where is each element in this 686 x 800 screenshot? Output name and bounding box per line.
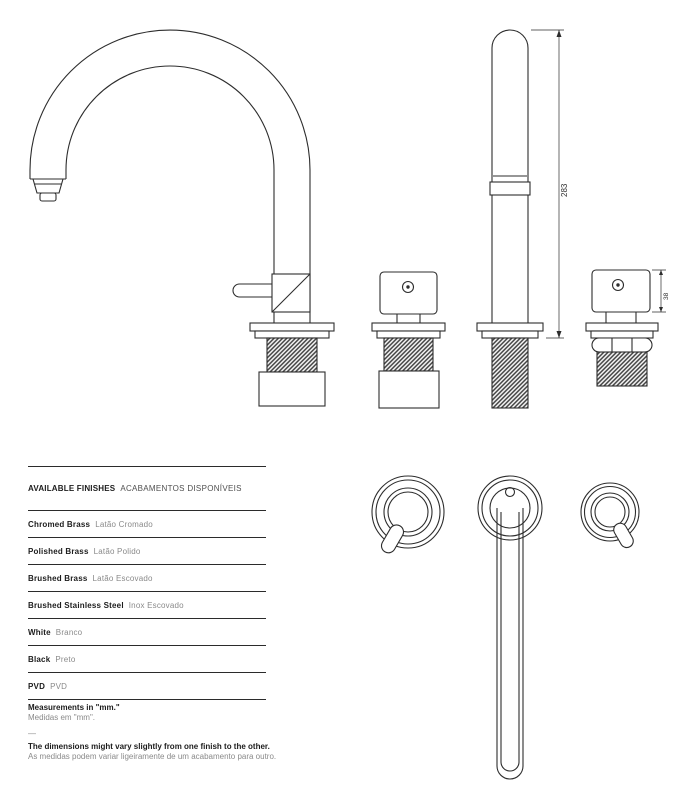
notes-separator: — <box>28 728 36 738</box>
handle-front-view-right-drawing: 38 <box>585 269 670 387</box>
flange-ring-inner-right <box>583 485 637 539</box>
finish-name-en: Chromed Brass <box>28 519 91 529</box>
technical-drawings-top: 283 38 <box>29 29 670 409</box>
deck-flange-right-top <box>585 322 659 332</box>
finishes-header-pt: ACABAMENTOS DISPONÍVEIS <box>120 484 242 493</box>
finish-name-pt: PVD <box>50 681 68 691</box>
mounting-nut-right <box>591 337 653 353</box>
finish-row-brushed-stainless-steel: Brushed Stainless Steel Inox Escovado <box>28 591 266 618</box>
finish-name-en: Brushed Brass <box>28 573 88 583</box>
set-screw-center-icon <box>406 285 410 289</box>
aerator-front <box>489 181 531 196</box>
finish-name-en: PVD <box>28 681 46 691</box>
finish-row-black: Black Preto <box>28 645 266 672</box>
finish-row-brushed-brass: Brushed Brass Latão Escovado <box>28 564 266 591</box>
flange-ring-outer-right <box>580 482 640 542</box>
handle-head-right <box>591 269 651 313</box>
handle-stem-right <box>605 312 637 323</box>
variation-note-pt: As medidas podem variar ligeiramente de … <box>28 752 277 762</box>
handle-ring-inner-right <box>594 496 626 528</box>
handle-ring-outer-right <box>590 492 630 532</box>
finish-row-polished-brass: Polished Brass Latão Polido <box>28 537 266 564</box>
faucet-side-view-drawing <box>29 29 335 407</box>
threaded-nut <box>383 337 434 372</box>
handle-top-view-left-drawing <box>371 475 445 554</box>
dimension-handle-height: 38 <box>652 269 670 313</box>
finish-row-chromed-brass: Chromed Brass Latão Cromado <box>28 510 266 537</box>
measurements-note-pt: Medidas em "mm". <box>28 713 96 723</box>
deck-flange-top <box>371 322 446 332</box>
lever-stub-right <box>613 522 634 549</box>
spout-reach-inner-line <box>500 512 520 772</box>
valve-body-side <box>258 371 326 407</box>
finish-name-pt: Inox Escovado <box>128 600 184 610</box>
deck-flange-right-bottom <box>590 330 654 339</box>
deck-flange-front-bottom <box>481 330 539 339</box>
lever-stub-left <box>380 524 405 554</box>
deck-flange-bottom <box>376 330 441 339</box>
deck-flange-side-bottom <box>254 330 330 339</box>
dimension-label-handle-height: 38 <box>663 292 670 300</box>
deck-flange-front-top <box>476 322 544 332</box>
finishes-table-header: AVAILABLE FINISHES ACABAMENTOS DISPONÍVE… <box>28 466 266 510</box>
technical-drawings-top-views <box>371 475 640 780</box>
handle-stem <box>396 314 421 323</box>
spout-reach-outline <box>496 508 524 780</box>
set-screw-right-center-icon <box>616 283 620 287</box>
spout-outer-curve <box>29 29 311 323</box>
flange-ring-outer <box>371 475 445 549</box>
dimension-label-spout-height: 283 <box>560 183 569 197</box>
faucet-front-view-drawing: 283 <box>476 29 569 409</box>
available-finishes-table: AVAILABLE FINISHES ACABAMENTOS DISPONÍVE… <box>28 466 266 700</box>
dimension-spout-height: 283 <box>531 29 569 339</box>
finishes-header-en: AVAILABLE FINISHES <box>28 484 116 493</box>
threaded-shank-side <box>266 337 318 373</box>
aerator-side <box>29 170 67 202</box>
finish-name-pt: Branco <box>55 627 83 637</box>
set-screw-right-icon <box>611 278 625 292</box>
spout-pin-icon <box>504 486 516 498</box>
spout-inner-curve <box>65 65 275 323</box>
set-screw-icon <box>401 280 415 294</box>
spout-flange-ring-inner <box>481 479 539 537</box>
threaded-shank-right <box>596 351 648 387</box>
flange-ring-inner <box>375 479 441 545</box>
handle-ring-outer <box>383 487 433 537</box>
threaded-shank-front <box>491 337 529 409</box>
valve-body <box>378 370 440 409</box>
finish-name-en: Brushed Stainless Steel <box>28 600 124 610</box>
handle-top-view-right-drawing <box>580 482 640 549</box>
finish-name-pt: Latão Escovado <box>92 573 153 583</box>
finish-row-pvd: PVD PVD <box>28 672 266 699</box>
measurements-note-en: Measurements in "mm." <box>28 703 120 712</box>
finish-name-pt: Preto <box>55 654 76 664</box>
finish-name-en: Black <box>28 654 51 664</box>
mounting-nut-facets <box>611 338 633 352</box>
finish-row-white: White Branco <box>28 618 266 645</box>
finish-name-en: Polished Brass <box>28 546 89 556</box>
spout-flange-ring-outer <box>477 475 543 541</box>
housing-diagonal-line <box>271 273 311 313</box>
handle-ring-inner <box>387 491 429 533</box>
spout-top-view-drawing <box>477 475 543 780</box>
finish-name-pt: Latão Cromado <box>95 519 153 529</box>
finish-name-pt: Latão Polido <box>93 546 141 556</box>
variation-note-en: The dimensions might vary slightly from … <box>28 741 270 751</box>
deck-flange-side-top <box>249 322 335 332</box>
handle-front-view-left-drawing <box>371 271 446 409</box>
footnotes: Measurements in "mm." Medidas em "mm". —… <box>28 703 368 763</box>
finish-name-en: White <box>28 627 51 637</box>
